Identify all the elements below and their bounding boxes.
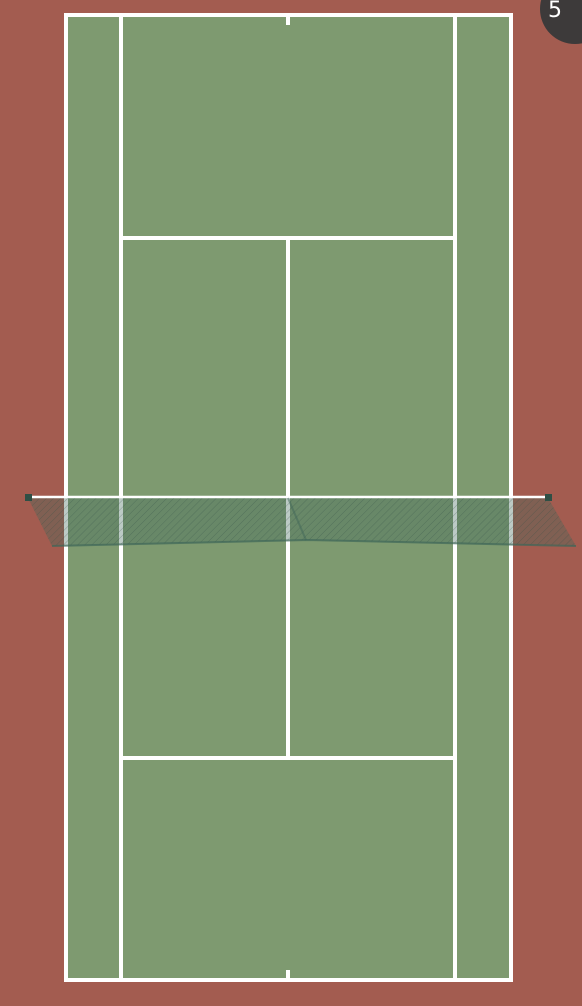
corner-badge: 5 <box>540 0 582 44</box>
corner-badge-text: 5 <box>548 0 562 23</box>
net-bottom-edge <box>51 538 577 547</box>
net-post-left <box>25 494 32 501</box>
net-strap <box>287 497 307 541</box>
net-post-right <box>545 494 552 501</box>
net-mesh <box>28 498 576 546</box>
